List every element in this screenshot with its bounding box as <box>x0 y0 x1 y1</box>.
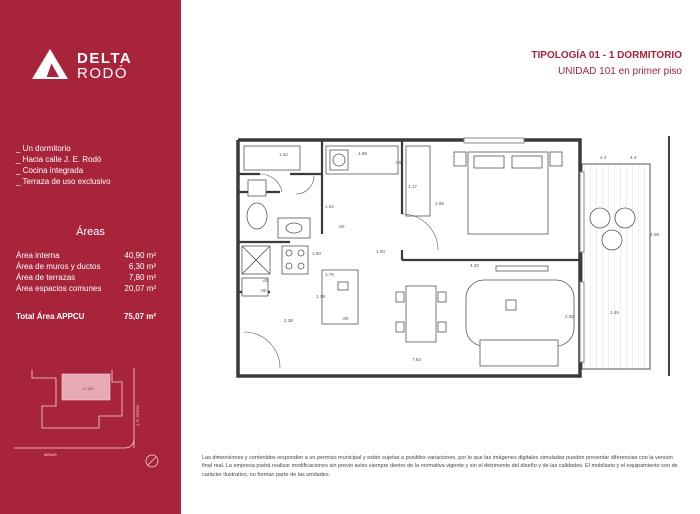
dimension-label: .65 <box>395 160 402 165</box>
terrace-edge <box>668 136 670 376</box>
area-label: Área interna <box>16 251 60 260</box>
dimension-label: 1.39 <box>316 294 325 299</box>
area-value: 6,30 m² <box>128 262 156 271</box>
dimension-label: 1.90 <box>312 251 321 256</box>
dimension-label: 1.32 <box>279 152 288 157</box>
area-row: Área interna 40,90 m² <box>16 250 156 261</box>
unit-label: U.101 <box>83 386 94 391</box>
disclaimer-text: Las dimensiones y contenidos responden a… <box>202 455 678 478</box>
windows <box>463 137 585 363</box>
dimension-label: 2.65 <box>565 314 574 319</box>
feature-item: _ Un dormitorio <box>16 144 71 153</box>
bathroom <box>243 145 311 239</box>
area-value: 20,07 m² <box>124 284 156 293</box>
dimension-label: .80 <box>342 316 349 321</box>
area-row: Área de terrazas 7,80 m² <box>16 272 156 283</box>
dimension-label: 4.4 <box>600 155 607 160</box>
dimension-label: 1.17 <box>408 184 417 189</box>
key-map: U.101 J. E. RODÓ MINAS <box>14 368 159 468</box>
area-total-value: 75,07 m² <box>123 312 156 321</box>
feature-list: _ Un dormitorio _ Hacia calle J. E. Rodó… <box>16 143 111 187</box>
terrace <box>581 163 651 370</box>
page-title: TIPOLOGÍA 01 - 1 DORMITORIO <box>531 50 682 61</box>
page-subtitle: UNIDAD 101 en primer piso <box>558 66 682 77</box>
floor-plan: 1.32 1.98 .65 1.52 1.17 2.65 4.4 4.4 4.0… <box>236 136 670 378</box>
area-value: 7,80 m² <box>128 273 156 282</box>
area-row: Área de muros y ductos 6,30 m² <box>16 261 156 272</box>
dimension-label: 1.98 <box>358 151 367 156</box>
street-label-south: MINAS <box>44 452 57 457</box>
closet <box>325 145 431 217</box>
dimension-label: 7.83 <box>412 357 421 362</box>
dimension-label: .60 <box>338 224 345 229</box>
dimension-label: 1.52 <box>325 204 334 209</box>
interior-walls <box>238 140 580 294</box>
dining-set <box>395 285 447 343</box>
kitchen <box>241 245 359 325</box>
feature-item: _ Terraza de uso exclusivo <box>16 177 111 186</box>
street-label-east: J. E. RODÓ <box>135 405 140 426</box>
areas-table: Área interna 40,90 m² Área de muros y du… <box>16 250 156 322</box>
doors <box>243 173 439 369</box>
brand-name: DELTA <box>77 50 133 67</box>
brand-subname: RODÓ <box>77 65 128 82</box>
dimension-label: 4.20 <box>470 263 479 268</box>
unit-highlight <box>61 373 111 401</box>
area-total-row: Total Área APPCU 75,07 m² <box>16 311 156 322</box>
dimension-label: 1.45 <box>610 310 619 315</box>
area-label: Área de muros y ductos <box>16 262 101 271</box>
dimension-label: .60 <box>262 278 269 283</box>
area-total-label: Total Área APPCU <box>16 312 85 321</box>
dimension-label: 4.4 <box>630 155 637 160</box>
brand-logo: DELTA RODÓ <box>30 47 150 82</box>
area-label: Área de terrazas <box>16 273 76 282</box>
areas-title: Áreas <box>76 226 105 238</box>
dimension-label: .90 <box>260 288 267 293</box>
bed <box>453 151 563 235</box>
delta-triangle-icon <box>32 49 68 79</box>
dimension-label: 1.00 <box>376 249 385 254</box>
sidebar: DELTA RODÓ _ Un dormitorio _ Hacia calle… <box>0 0 181 514</box>
area-value: 40,90 m² <box>124 251 156 260</box>
dimension-label: 4.09 <box>650 232 659 237</box>
feature-item: _ Cocina integrada <box>16 166 84 175</box>
area-row: Área espacios comunes 20,07 m² <box>16 283 156 294</box>
dimension-label: 2.38 <box>284 318 293 323</box>
terrace-furniture <box>589 207 636 251</box>
dimension-label: 2.65 <box>435 201 444 206</box>
living-set <box>465 265 575 367</box>
dimension-label: 1.75 <box>325 272 334 277</box>
area-label: Área espacios comunes <box>16 284 102 293</box>
feature-item: _ Hacia calle J. E. Rodó <box>16 155 102 164</box>
